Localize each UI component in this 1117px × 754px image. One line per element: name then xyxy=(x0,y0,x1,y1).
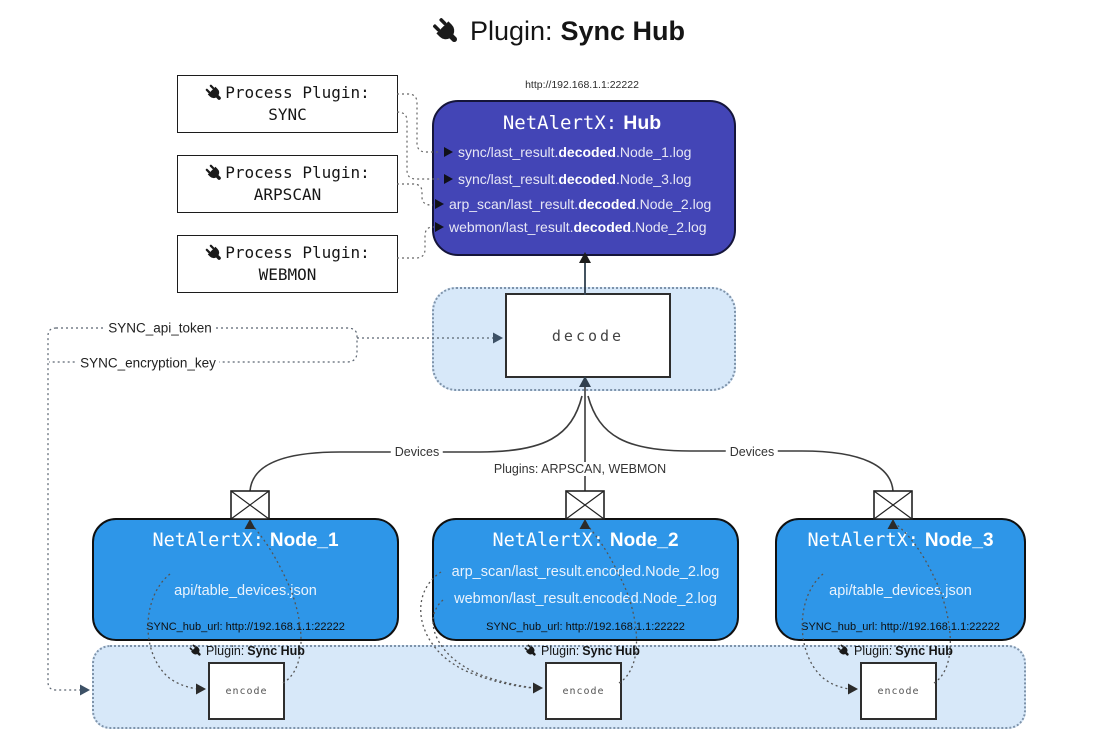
envelope-icon xyxy=(230,490,270,520)
envelope-icon xyxy=(565,490,605,520)
hub-url: http://192.168.1.1:22222 xyxy=(525,79,639,91)
arrow-right-icon xyxy=(444,147,453,157)
encode-box-3: encode xyxy=(860,662,937,720)
plug-icon xyxy=(432,17,462,47)
node-file: api/table_devices.json xyxy=(174,583,317,599)
node-title: NetAlertX:Node_3 xyxy=(807,530,994,551)
page-title-name: Sync Hub xyxy=(560,16,686,46)
plug-icon xyxy=(837,644,851,658)
encoder-plugin-label: Plugin:Sync Hub xyxy=(189,644,305,658)
node-title: NetAlertX:Node_2 xyxy=(492,530,679,551)
hub-box xyxy=(432,100,736,256)
process-plugin-name: WEBMON xyxy=(258,265,317,284)
hub-log-line: sync/last_result.decoded.Node_1.log xyxy=(432,141,744,163)
node-hub-url: SYNC_hub_url: http://192.168.1.1:22222 xyxy=(486,621,685,633)
process-plugin-label: Process Plugin: xyxy=(225,243,370,263)
envelope-icons xyxy=(230,490,913,520)
sync-encryption-key-label: SYNC_encryption_key xyxy=(77,355,219,371)
encode-box-2: encode xyxy=(545,662,622,720)
plug-icon xyxy=(189,644,203,658)
hub-title: NetAlertX:Hub xyxy=(432,112,732,135)
hub-title-name: Hub xyxy=(623,112,662,134)
page-title: Plugin: Sync Hub xyxy=(0,16,1117,47)
page-title-label: Plugin: xyxy=(469,16,553,46)
encode-box-1: encode xyxy=(208,662,285,720)
node-hub-url: SYNC_hub_url: http://192.168.1.1:22222 xyxy=(146,621,345,633)
envelope-icon xyxy=(873,490,913,520)
encode-label: encode xyxy=(877,685,920,697)
node-box-3: NetAlertX:Node_3 api/table_devices.json … xyxy=(775,518,1026,641)
node-file: api/table_devices.json xyxy=(829,583,972,599)
process-plugin-name: ARPSCAN xyxy=(253,185,322,204)
node-file: webmon/last_result.encoded.Node_2.log xyxy=(454,591,717,607)
process-plugin-label: Process Plugin: xyxy=(225,83,370,103)
process-plugin-box-webmon: Process Plugin: WEBMON xyxy=(177,235,398,293)
arrow-right-icon xyxy=(444,174,453,184)
node-hub-url: SYNC_hub_url: http://192.168.1.1:22222 xyxy=(801,621,1000,633)
plug-icon xyxy=(205,244,224,263)
plug-icon xyxy=(205,164,224,183)
encode-label: encode xyxy=(225,685,268,697)
arrow-right-icon xyxy=(435,199,444,209)
plug-icon xyxy=(205,84,224,103)
edge-label-devices-left: Devices xyxy=(390,445,444,459)
arrow-right-icon xyxy=(435,222,444,232)
process-plugin-box-arpscan: Process Plugin: ARPSCAN xyxy=(177,155,398,213)
node-box-2: NetAlertX:Node_2 arp_scan/last_result.en… xyxy=(432,518,739,641)
plug-icon xyxy=(524,644,538,658)
node-box-1: NetAlertX:Node_1 api/table_devices.json … xyxy=(92,518,399,641)
hub-title-prefix: NetAlertX: xyxy=(502,112,618,134)
edge-label-plugins-center: Plugins: ARPSCAN, WEBMON xyxy=(489,462,671,476)
node-file: arp_scan/last_result.encoded.Node_2.log xyxy=(451,564,720,580)
encoder-plugin-label: Plugin:Sync Hub xyxy=(837,644,953,658)
node-title: NetAlertX:Node_1 xyxy=(152,530,339,551)
decode-label: decode xyxy=(551,326,625,345)
hub-log-line: webmon/last_result.decoded.Node_2.log xyxy=(432,216,735,238)
arrow-into-encoder-bar xyxy=(80,684,90,696)
edge-label-devices-right: Devices xyxy=(725,445,779,459)
process-plugin-label: Process Plugin: xyxy=(225,163,370,183)
encoder-plugin-label: Plugin:Sync Hub xyxy=(524,644,640,658)
hub-log-line: sync/last_result.decoded.Node_3.log xyxy=(432,168,744,190)
encode-label: encode xyxy=(562,685,605,697)
process-plugin-box-sync: Process Plugin: SYNC xyxy=(177,75,398,133)
process-plugin-name: SYNC xyxy=(268,105,307,124)
decode-box: decode xyxy=(505,293,671,378)
sync-api-token-label: SYNC_api_token xyxy=(105,320,215,336)
hub-log-line: arp_scan/last_result.decoded.Node_2.log xyxy=(432,193,735,215)
